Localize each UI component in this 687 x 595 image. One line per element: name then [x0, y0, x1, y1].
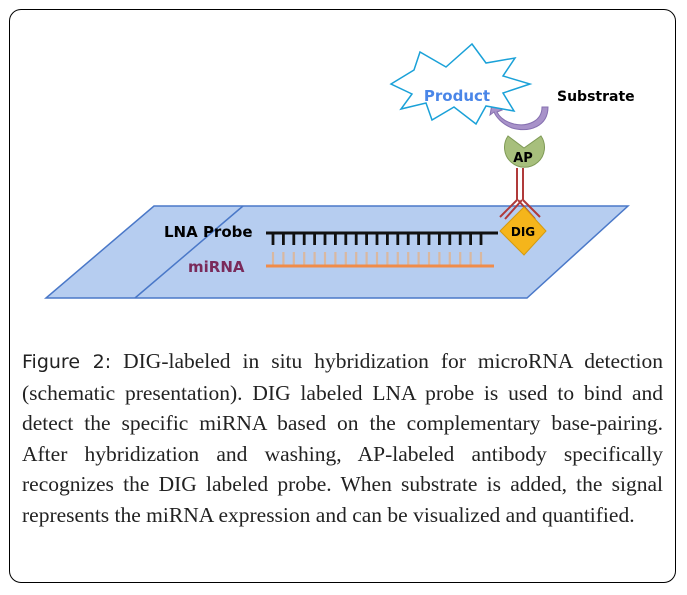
probe-bases — [271, 233, 483, 245]
mirna-strand — [266, 252, 494, 268]
figure-caption: Figure 2: DIG-labeled in situ hybridizat… — [22, 346, 663, 530]
dig-label: DIG — [511, 225, 535, 239]
mirna-label: miRNA — [188, 258, 245, 276]
lna-probe — [266, 231, 498, 245]
glass-slide — [43, 205, 630, 299]
ap-enzyme — [504, 135, 545, 168]
hybridization-diagram: LNA Probe miRNA DIG AP Product Substrate — [43, 42, 635, 299]
slide-divider — [134, 205, 244, 299]
mirna-bases — [271, 252, 483, 266]
product-label: Product — [424, 87, 490, 105]
substrate-label: Substrate — [557, 89, 635, 105]
ap-label: AP — [513, 151, 533, 166]
product-burst — [389, 42, 533, 126]
lna-probe-label: LNA Probe — [164, 223, 253, 241]
caption-text: DIG-labeled in situ hybridization for mi… — [22, 349, 663, 527]
dig-diamond — [499, 206, 547, 256]
figure-label: Figure 2: — [22, 351, 112, 373]
